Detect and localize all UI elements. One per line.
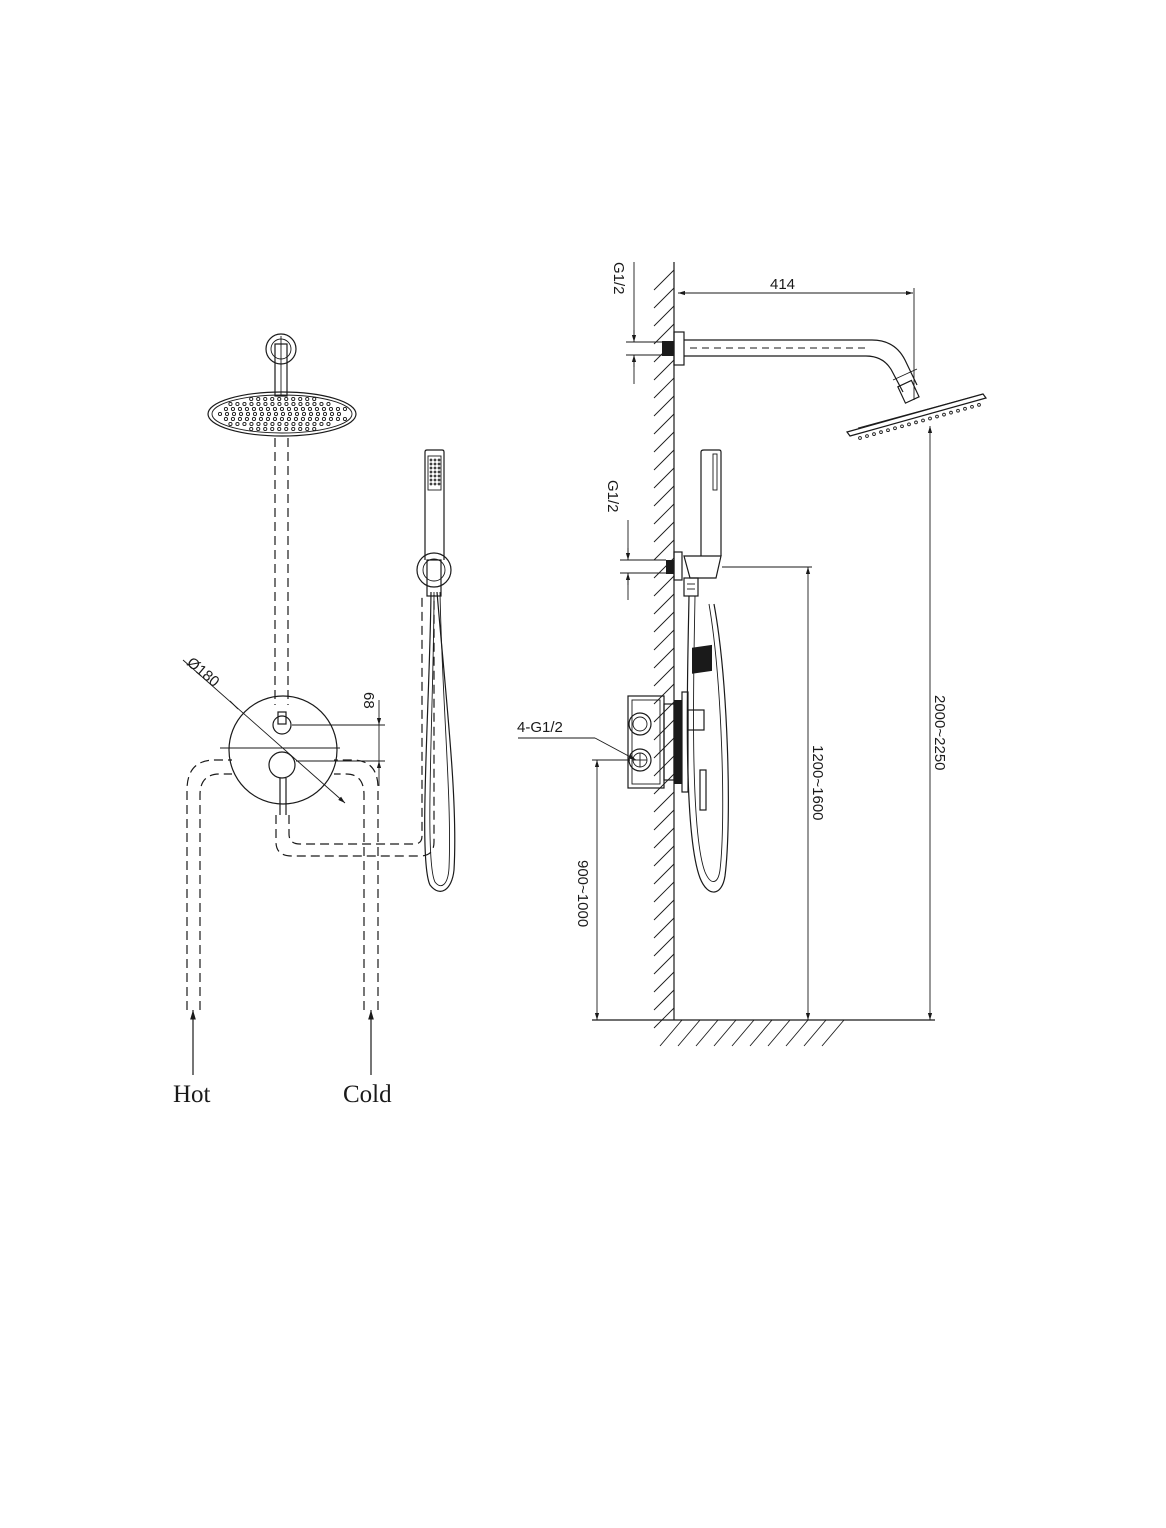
hand-shower-concealed-pipe <box>275 595 435 857</box>
inlet-thread-label: 4-G1/2 <box>517 719 563 736</box>
front-wall-flange <box>265 333 297 397</box>
hose-front <box>424 591 456 892</box>
diameter-label: Ø180 <box>183 654 222 691</box>
arm-length-dimension: 414 <box>678 276 915 400</box>
hand-outlet-thread-dimension: G1/2 <box>604 480 666 600</box>
hot-label: Hot <box>173 1081 211 1108</box>
valve-height-label: 900~1000 <box>574 860 591 927</box>
holder-height-label: 1200~1600 <box>809 745 826 821</box>
inlet-thread-callout: 4-G1/2 <box>517 719 637 761</box>
shower-arm-side <box>662 331 920 404</box>
cold-label: Cold <box>343 1081 392 1108</box>
hand-shower-front <box>416 449 452 597</box>
shower-head-nozzles <box>217 396 347 432</box>
hand-shower-side <box>666 449 722 597</box>
floor-section <box>592 1019 935 1047</box>
holder-height-dimension: 1200~1600 <box>722 566 826 1020</box>
arm-length-label: 414 <box>770 276 795 293</box>
valve-height-dimension: 900~1000 <box>574 759 630 1020</box>
side-view: G1/2 414 2000~2250 <box>517 262 988 1047</box>
cold-water-supply-pipe: Cold <box>334 759 392 1108</box>
outlet-spacing-dimension: 68 <box>292 692 385 786</box>
front-concealed-riser <box>274 438 289 705</box>
mixer-valve-plate-front <box>220 695 340 815</box>
top-outlet-thread-dimension: G1/2 <box>610 262 664 384</box>
head-height-dimension: 2000~2250 <box>927 426 948 1020</box>
head-diameter-dimension: Ø180 <box>182 654 346 804</box>
wall-section <box>653 262 675 1029</box>
top-thread-label: G1/2 <box>610 262 627 295</box>
hose-side <box>686 595 729 893</box>
hand-shower-spray-face <box>429 458 441 486</box>
spacing-label: 68 <box>360 692 377 709</box>
rain-shower-head-front <box>207 391 357 437</box>
head-height-label: 2000~2250 <box>931 695 948 771</box>
mid-thread-label: G1/2 <box>604 480 621 513</box>
concealed-valve-body <box>627 644 712 811</box>
front-view: Ø180 68 Hot Cold <box>173 333 456 1108</box>
hot-water-supply-pipe: Hot <box>173 759 232 1108</box>
rain-shower-head-side <box>845 393 988 440</box>
